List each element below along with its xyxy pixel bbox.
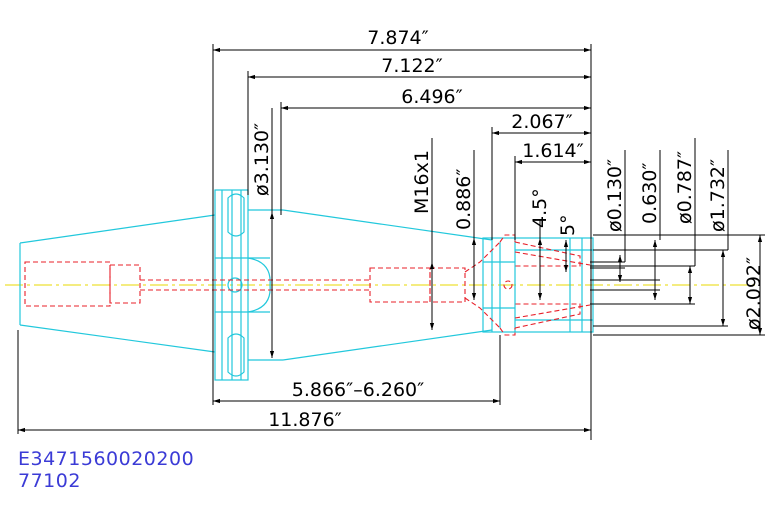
dim-taper-flange-range: 5.866″–6.260″ [292,379,424,401]
dim-thread-depth: 0.886″ [453,169,475,231]
dim-bore-0630: 0.630″ [639,163,661,225]
dim-collet-length: 1.614″ [522,140,584,162]
dimension-lines [17,44,765,440]
part-code-line-2: 77102 [18,470,81,492]
dim-nut-length: 2.067″ [511,111,573,133]
dim-length-6496: 6.496″ [401,86,463,108]
part-code-line-1: E3471560020200 [18,448,195,470]
dim-angle-45: 4.5° [529,188,551,228]
hidden-lines [24,234,591,336]
dim-body-diameter: ø3.130″ [251,123,273,196]
dim-overall-flange-length: 7.874″ [367,27,429,49]
dim-nut-diameter: ø2.092″ [743,257,765,330]
dim-overall-length: 11.876″ [268,409,342,431]
dim-min-bore: ø0.130″ [604,159,626,232]
dim-bore-0787: ø0.787″ [674,151,696,224]
dim-angle-5: 5° [557,214,579,236]
dim-bore-1732: ø1.732″ [707,159,729,232]
dim-thread-size: M16x1 [411,150,433,214]
dim-length-7122: 7.122″ [381,55,443,77]
